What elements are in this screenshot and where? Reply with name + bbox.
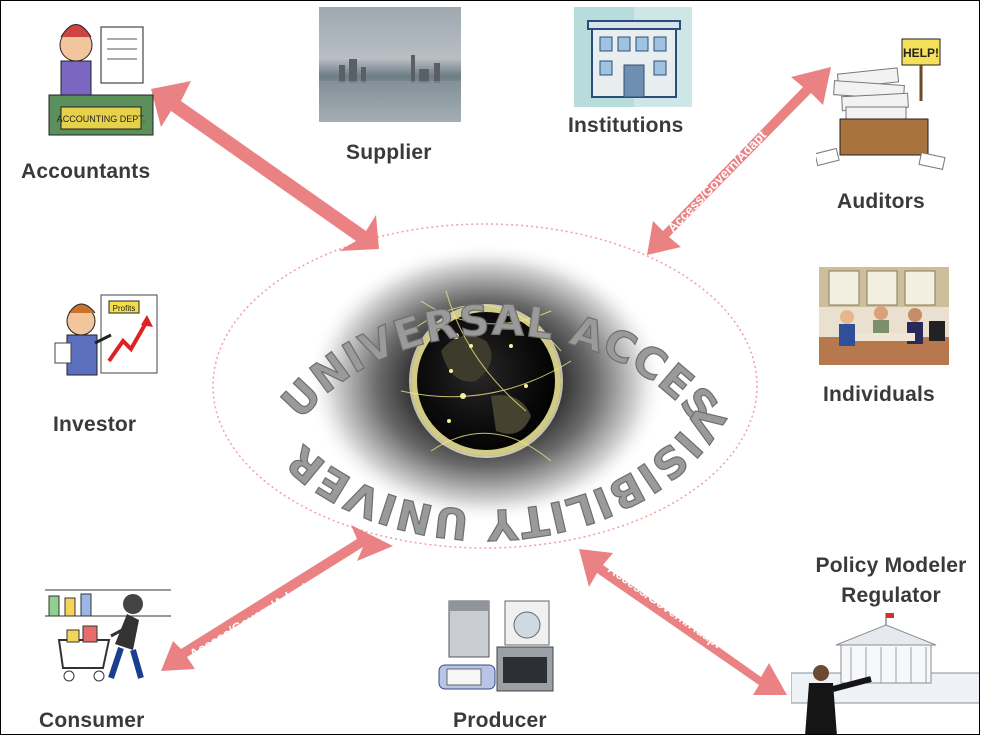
label-institutions: Institutions <box>568 114 684 137</box>
label-producer: Producer <box>453 709 547 732</box>
consumer-illustration <box>45 589 171 682</box>
label-policy-regulator: Policy Modeler Regulator <box>801 551 979 611</box>
label-policy-line1: Policy Modeler <box>815 554 967 577</box>
label-auditors: Auditors <box>837 190 925 213</box>
whitehouse-illustration <box>791 613 979 734</box>
arrow-label-consumer: Access/Govern/Adapt <box>187 579 311 662</box>
svg-text:HELP!: HELP! <box>903 46 939 60</box>
institutions-illustration <box>574 7 692 107</box>
arrow-label-policy: Access/Govern/Adapt <box>605 561 725 651</box>
individuals-photo <box>819 267 949 365</box>
arrow-consumer: Access/Govern/Adapt <box>161 525 393 671</box>
investor-illustration: Profits <box>54 294 158 376</box>
auditors-illustration: HELP! <box>816 38 946 170</box>
svg-text:ACCOUNTING DEPT.: ACCOUNTING DEPT. <box>57 114 146 124</box>
producer-illustration <box>438 600 554 692</box>
label-consumer: Consumer <box>39 709 145 732</box>
label-policy-line2: Regulator <box>841 584 941 607</box>
supplier-photo <box>319 7 461 122</box>
arrow-label-accountants: Access/Govern/Adapt <box>179 91 300 179</box>
arrow-label-auditors: Access/Govern/Adapt <box>664 127 769 235</box>
svg-text:Profits: Profits <box>113 304 136 313</box>
accountants-illustration: ACCOUNTING DEPT. <box>48 24 154 136</box>
label-supplier: Supplier <box>346 141 432 164</box>
label-accountants: Accountants <box>21 160 151 183</box>
globe-icon <box>400 290 572 462</box>
visibility-ellipse <box>212 223 758 549</box>
arrow-policy: Access/Govern/Adapt <box>579 549 787 695</box>
label-investor: Investor <box>53 413 137 436</box>
label-individuals: Individuals <box>823 383 935 406</box>
